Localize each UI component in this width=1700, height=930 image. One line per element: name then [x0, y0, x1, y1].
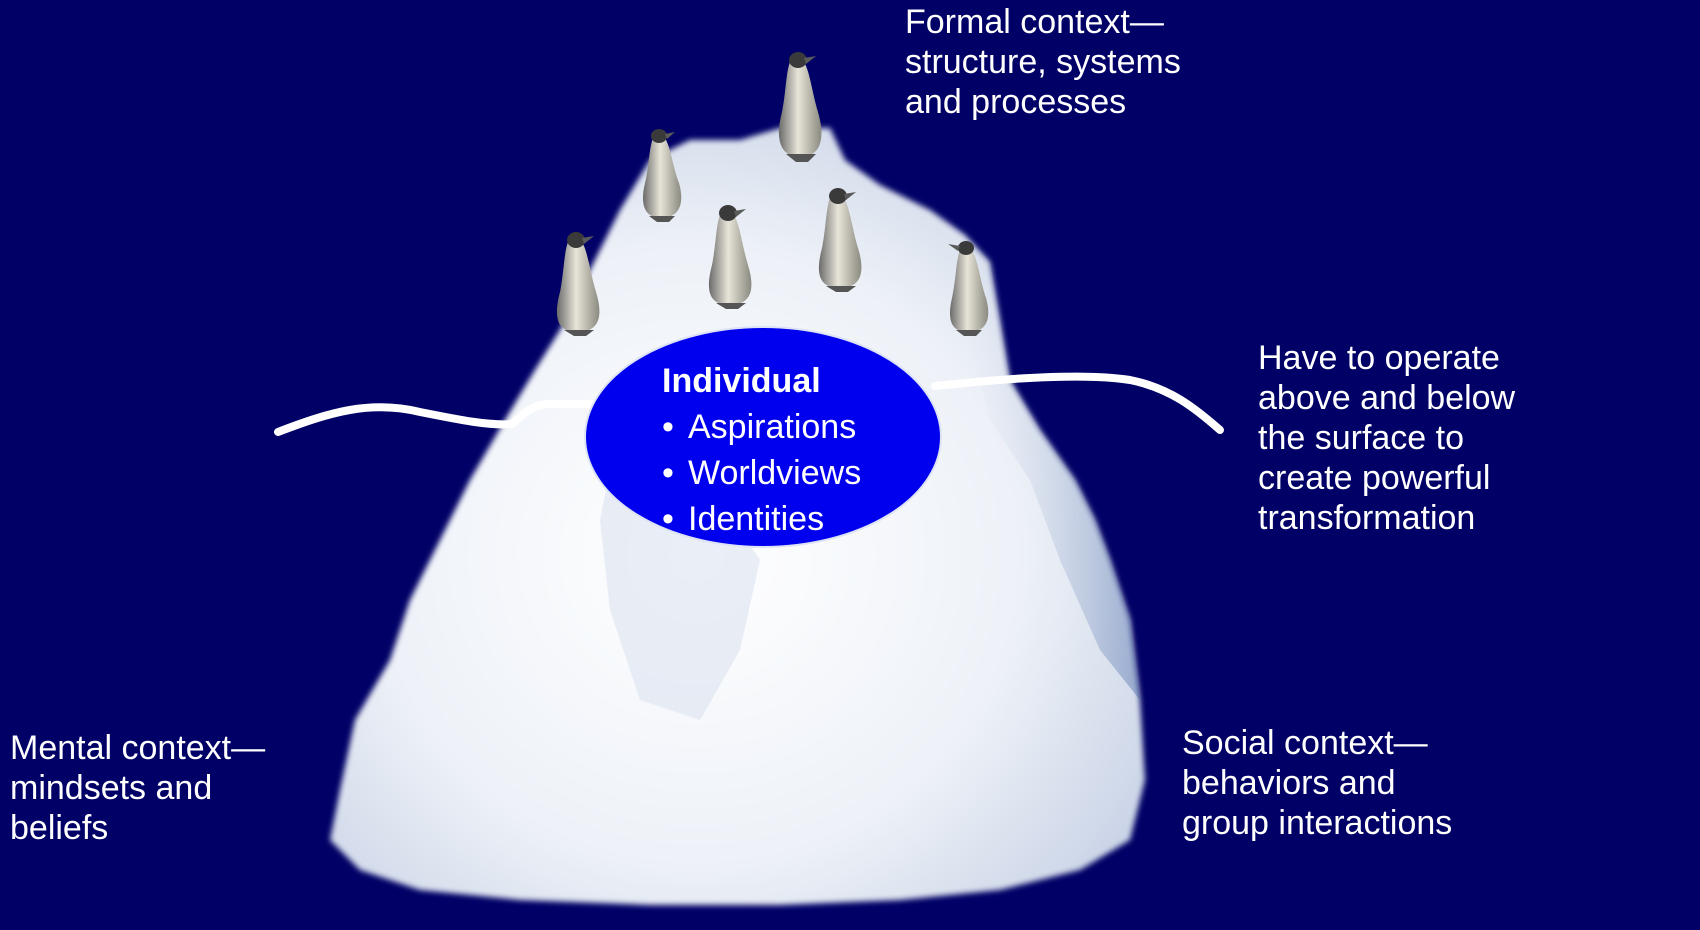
bullet-label: Identities — [688, 500, 824, 538]
mental-context-caption: Mental context— mindsets and beliefs — [10, 728, 265, 848]
caption-line: beliefs — [10, 808, 265, 848]
caption-line: structure, systems — [905, 42, 1181, 82]
caption-line: above and below — [1258, 378, 1515, 418]
bullet-label: Worldviews — [688, 454, 861, 492]
caption-line: Social context— — [1182, 723, 1452, 763]
bullet-icon: • — [662, 496, 688, 542]
bullet-item: •Aspirations — [662, 404, 861, 450]
individual-title: Individual — [662, 358, 861, 404]
bullet-item: •Identities — [662, 496, 861, 542]
penguin-icon — [643, 129, 681, 222]
bullet-icon: • — [662, 404, 688, 450]
caption-line: group interactions — [1182, 803, 1452, 843]
caption-line: mindsets and — [10, 768, 265, 808]
operate-caption: Have to operate above and below the surf… — [1258, 338, 1515, 538]
caption-line: behaviors and — [1182, 763, 1452, 803]
caption-line: transformation — [1258, 498, 1515, 538]
caption-line: the surface to — [1258, 418, 1515, 458]
bullet-item: •Worldviews — [662, 450, 861, 496]
caption-line: Mental context— — [10, 728, 265, 768]
penguin-icon — [779, 52, 822, 162]
caption-line: Have to operate — [1258, 338, 1515, 378]
caption-line: create powerful — [1258, 458, 1515, 498]
bullet-label: Aspirations — [688, 408, 856, 446]
formal-context-caption: Formal context— structure, systems and p… — [905, 2, 1181, 122]
social-context-caption: Social context— behaviors and group inte… — [1182, 723, 1452, 843]
penguin-icon — [557, 232, 600, 336]
bullet-icon: • — [662, 450, 688, 496]
individual-box: Individual •Aspirations •Worldviews •Ide… — [662, 358, 861, 542]
caption-line: and processes — [905, 82, 1181, 122]
caption-line: Formal context— — [905, 2, 1181, 42]
